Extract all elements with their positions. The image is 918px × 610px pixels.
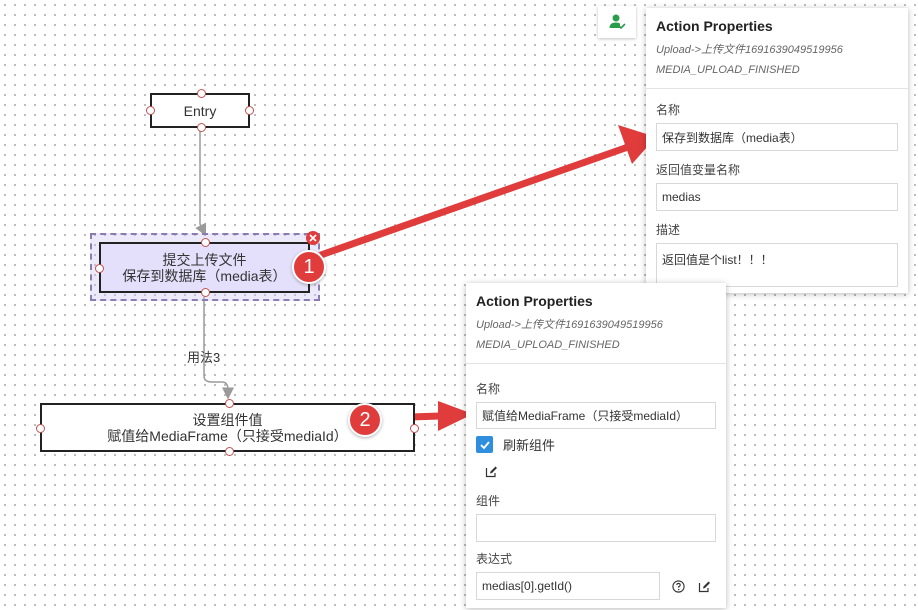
set-node-line2: 赋值给MediaFrame（只接受mediaId） [107,427,348,444]
user-check-button[interactable] [598,6,636,38]
panel-bottom-name-input[interactable]: 赋值给MediaFrame（只接受mediaId） [476,402,716,429]
annotation-arrow-1 [316,125,656,260]
annotation-badge-1: 1 [292,250,326,284]
panel-top-return-label: 返回值变量名称 [656,163,741,177]
entry-port-top[interactable] [197,89,206,98]
panel-top-name-input[interactable]: 保存到数据库（media表） [656,123,898,151]
panel-bottom-expression-input[interactable]: medias[0].getId() [476,572,660,600]
panel-top-subtitle2: MEDIA_UPLOAD_FINISHED [656,64,800,76]
close-icon [309,234,317,242]
set-component-node[interactable]: 设置组件值 赋值给MediaFrame（只接受mediaId） [36,399,419,456]
entry-port-left[interactable] [146,106,155,115]
panel-bottom-expression-label: 表达式 [476,552,513,566]
entry-node[interactable]: Entry [146,89,254,132]
set-port-right[interactable] [410,424,419,433]
expression-edit-button[interactable] [696,578,712,594]
entry-port-right[interactable] [245,106,254,115]
panel-bottom-subtitle1: Upload->上传文件1691639049519956 [476,319,663,331]
set-node-line1: 设置组件值 [192,411,263,428]
refresh-component-checkbox[interactable] [476,436,493,453]
panel-bottom-name-label: 名称 [476,382,501,396]
panel-bottom-title: Action Properties [476,293,593,309]
panel-bottom-subtitle2: MEDIA_UPLOAD_FINISHED [476,339,620,351]
edge-entry-to-upload [195,128,207,237]
entry-node-label: Entry [183,102,217,119]
set-port-bottom[interactable] [225,447,234,456]
refresh-edit-button[interactable] [482,462,500,480]
edit-icon [698,581,710,592]
help-icon [671,579,685,593]
delete-node-button[interactable] [306,231,320,245]
upload-port-left[interactable] [95,264,104,273]
annotation-badge-2: 2 [348,403,382,437]
checkmark-icon [479,440,490,449]
upload-node-line2: 保存到数据库（media表） [122,267,287,284]
upload-port-top[interactable] [201,238,210,247]
panel-bottom-component-label: 组件 [476,494,501,508]
panel-top-name-label: 名称 [656,103,681,117]
edit-icon [485,466,497,477]
action-properties-panel-top: Action Properties Upload->上传文件1691639049… [646,8,908,293]
panel-bottom-component-input[interactable] [476,514,716,542]
user-check-icon [609,14,626,30]
upload-action-node[interactable]: 提交上传文件 保存到数据库（media表） [95,238,314,297]
panel-top-desc-label: 描述 [656,223,681,237]
panel-top-return-input[interactable]: medias [656,183,898,211]
action-properties-panel-bottom: Action Properties Upload->上传文件1691639049… [466,283,726,608]
edge-label: 用法3 [187,350,221,365]
entry-port-bottom[interactable] [197,123,206,132]
edge-upload-to-set [203,297,234,400]
panel-top-desc-textarea[interactable]: 返回值是个list！！！ [656,243,898,287]
refresh-component-row: 刷新组件 [476,435,716,454]
upload-node-line1: 提交上传文件 [162,251,247,268]
panel-top-subtitle1: Upload->上传文件1691639049519956 [656,44,843,56]
set-port-top[interactable] [225,399,234,408]
refresh-component-label: 刷新组件 [503,438,556,453]
expression-help-button[interactable] [670,578,686,594]
upload-port-bottom[interactable] [201,288,210,297]
panel-top-title: Action Properties [656,18,773,34]
set-port-left[interactable] [36,424,45,433]
